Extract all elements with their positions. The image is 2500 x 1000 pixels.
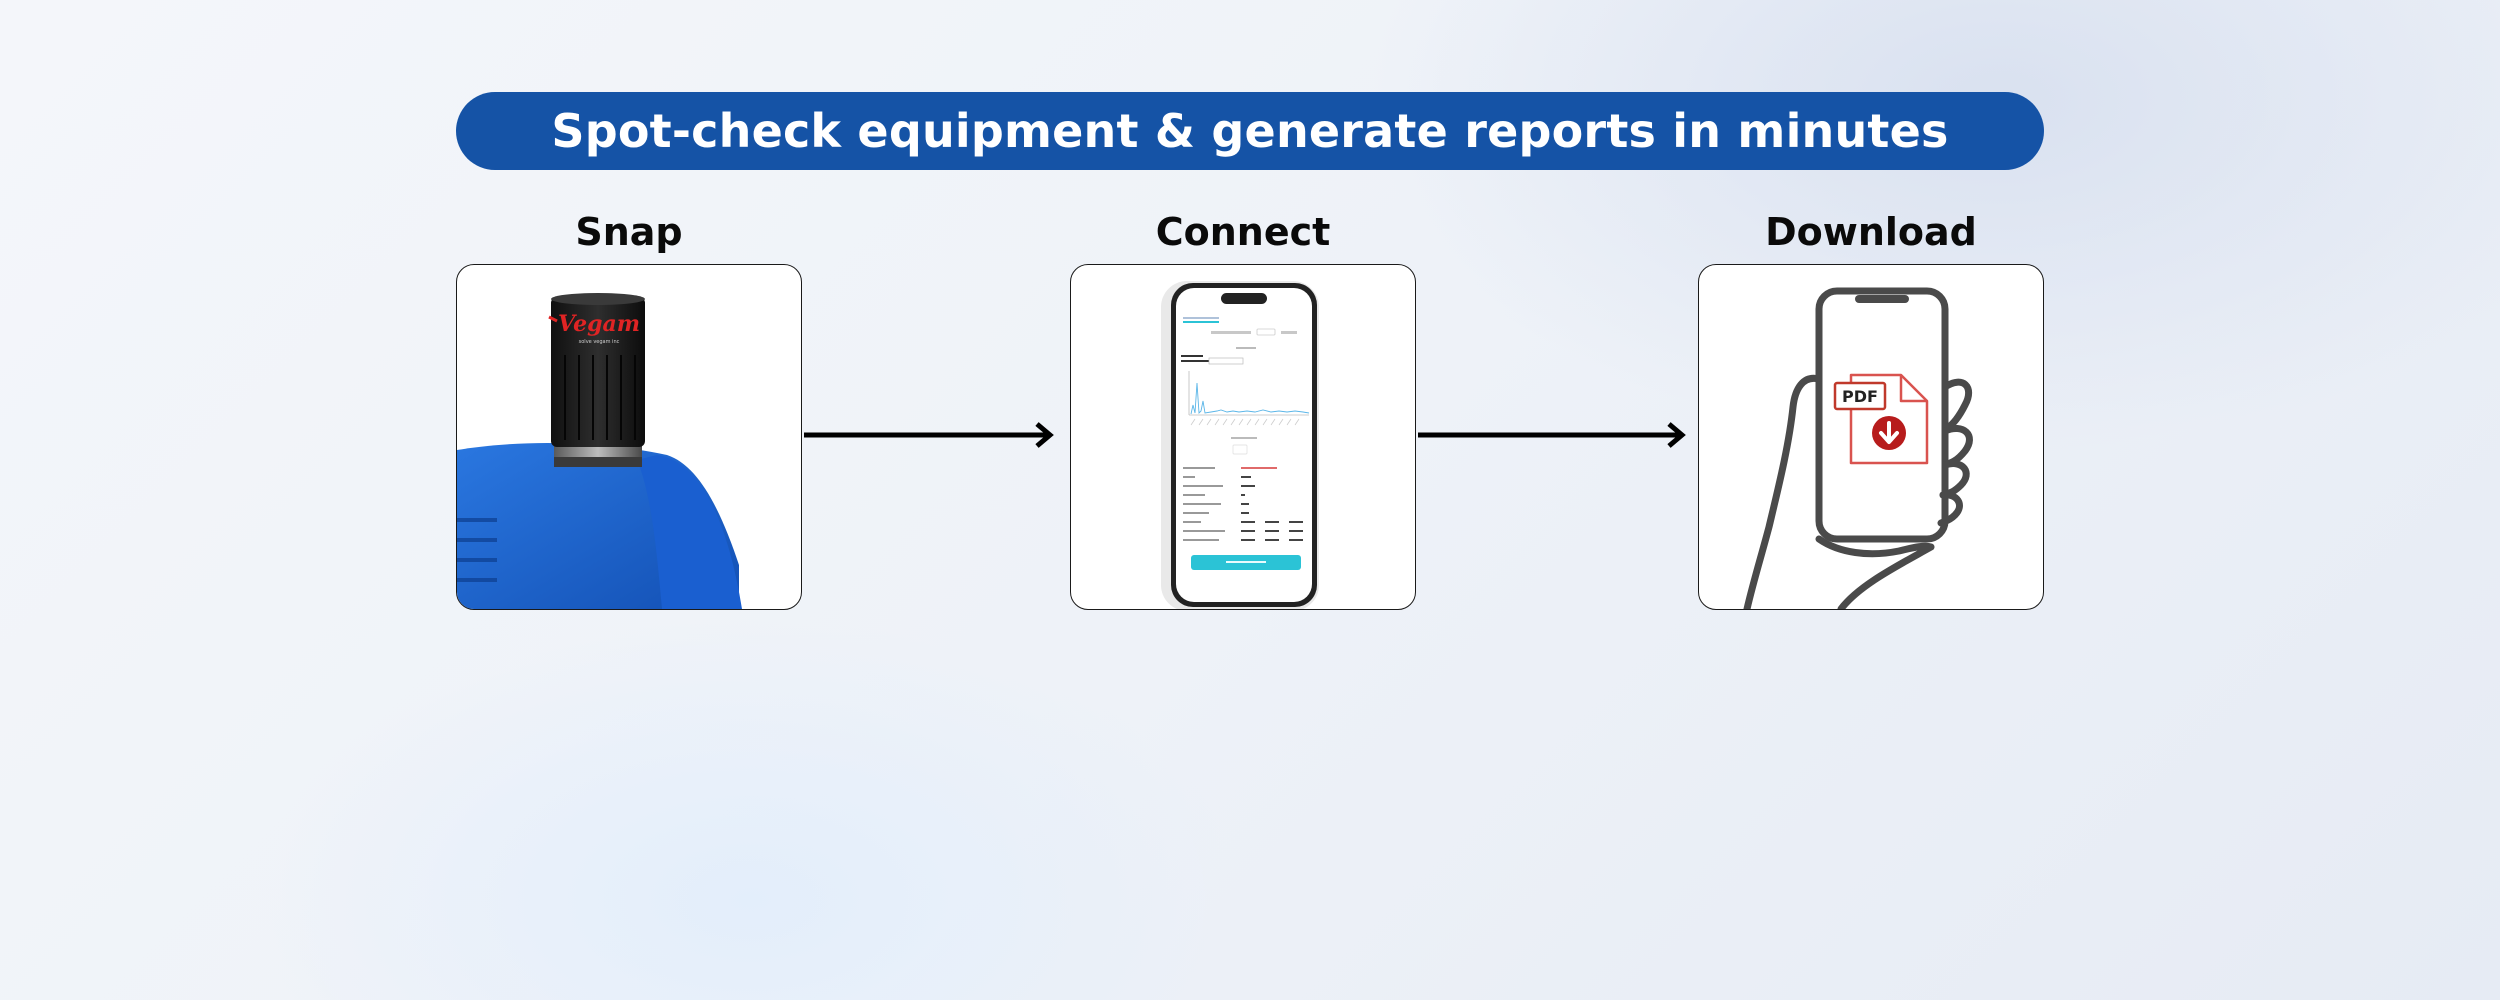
banner-title: Spot-check equipment & generate reports … [551, 104, 1949, 158]
snap-card: Vegam solve vegam inc [456, 264, 802, 610]
arrow-right-icon [804, 422, 1054, 448]
app-screen-content [1181, 317, 1310, 570]
connect-card [1070, 264, 1416, 610]
sensor-brand: Vegam [558, 311, 640, 337]
phone-app-screenshot [1161, 281, 1319, 609]
arrow-right-icon [1418, 422, 1686, 448]
sensor-on-motor-image: Vegam solve vegam inc [457, 293, 742, 609]
sensor-tagline: solve vegam inc [579, 339, 620, 345]
title-banner: Spot-check equipment & generate reports … [456, 92, 2044, 170]
pdf-label: PDF [1842, 387, 1878, 406]
hand-phone-pdf-icon: PDF [1743, 287, 1973, 609]
download-card: PDF [1698, 264, 2044, 610]
step-title-snap: Snap [575, 210, 683, 254]
step-title-download: Download [1765, 210, 1977, 254]
pdf-download-icon: PDF [1833, 373, 1929, 465]
step-title-connect: Connect [1155, 210, 1331, 254]
